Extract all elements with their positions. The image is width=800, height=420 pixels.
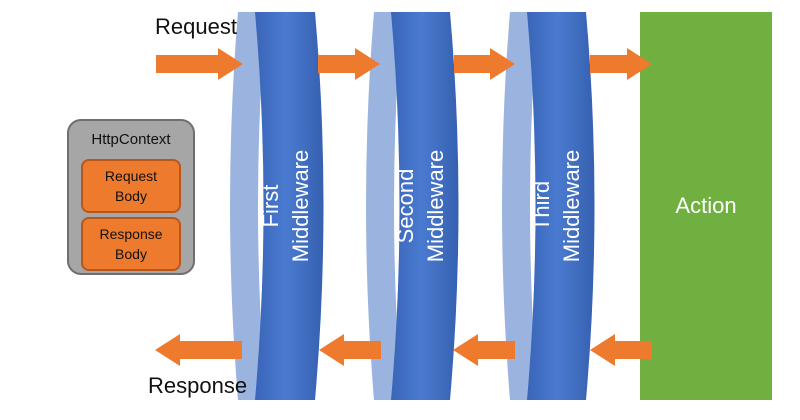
- response-arrow-1: [155, 334, 242, 366]
- second-middleware-cylinder: [366, 12, 459, 400]
- third-middleware-back: [502, 12, 538, 400]
- request-arrow-2: [318, 48, 380, 80]
- second-middleware-back: [366, 12, 402, 400]
- http-context-title: HttpContext: [91, 131, 171, 148]
- http-context-box: HttpContext Request Body Response Body: [67, 119, 195, 275]
- third-middleware-front: [527, 12, 595, 400]
- request-arrow-3: [454, 48, 515, 80]
- first-middleware-label-line2: Middleware: [288, 149, 313, 263]
- third-middleware-label-line2: Middleware: [559, 149, 584, 263]
- response-body-line2: Body: [115, 246, 147, 262]
- response-label: Response: [148, 373, 248, 398]
- response-arrow-2: [319, 334, 381, 366]
- request-arrow-1: [156, 48, 243, 80]
- request-arrow-4: [590, 48, 652, 80]
- response-arrow-3: [453, 334, 515, 366]
- second-middleware-label: Second Middleware: [391, 150, 451, 263]
- third-middleware-cylinder: [502, 12, 595, 400]
- response-arrow-4: [590, 334, 652, 366]
- request-label: Request: [155, 14, 237, 39]
- response-body-box: Response Body: [81, 217, 181, 271]
- response-body-line1: Response: [99, 226, 163, 242]
- second-middleware-front: [391, 12, 459, 400]
- action-block: [640, 12, 772, 400]
- first-middleware-back: [230, 12, 266, 400]
- third-middleware-label: Third Middleware: [527, 150, 587, 263]
- first-middleware-cylinder: [230, 12, 324, 400]
- request-body-line2: Body: [115, 188, 147, 204]
- request-body-box: Request Body: [81, 159, 181, 213]
- first-middleware-front: [255, 12, 324, 400]
- first-middleware-label-line1: First: [258, 184, 283, 228]
- second-middleware-label-line2: Middleware: [423, 149, 448, 263]
- second-middleware-label-line1: Second: [393, 168, 418, 244]
- request-body-line1: Request: [104, 168, 158, 184]
- third-middleware-label-line1: Third: [529, 180, 554, 232]
- action-label: Action: [675, 193, 737, 218]
- first-middleware-label: First Middleware: [256, 150, 316, 263]
